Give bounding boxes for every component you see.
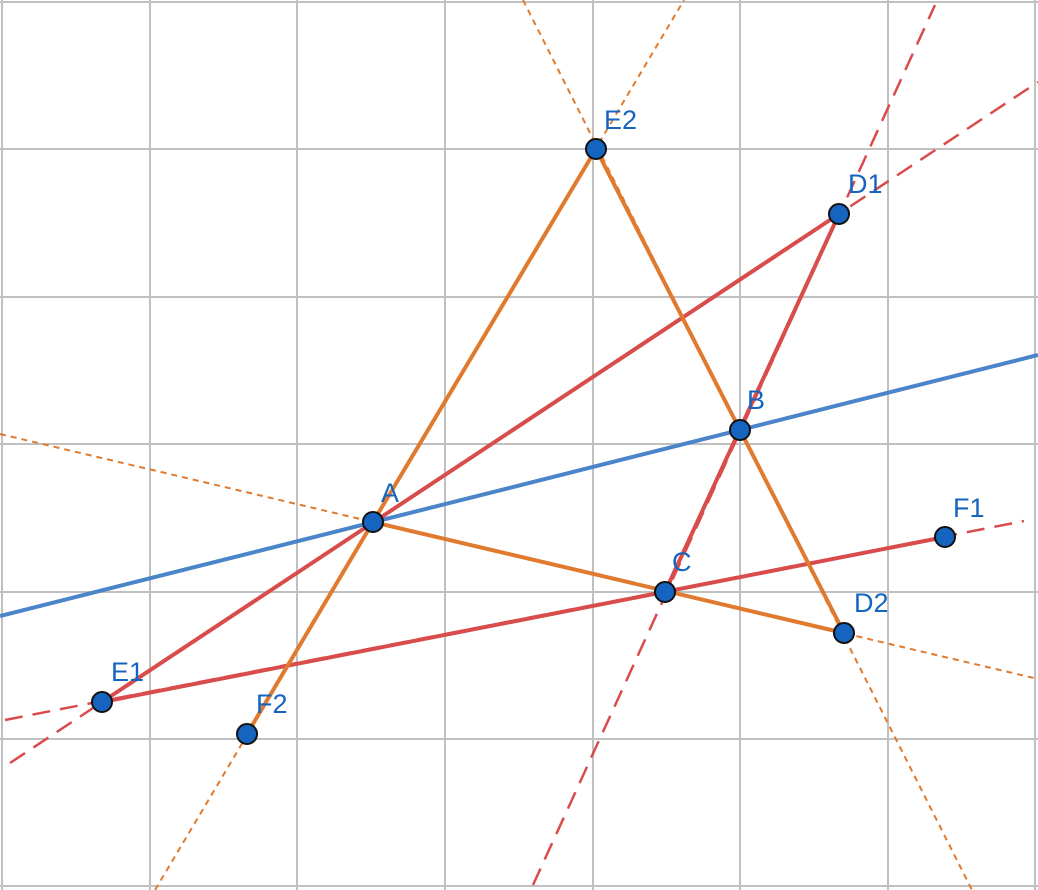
point-e2[interactable] [585, 138, 607, 160]
segment-e2-d2 [594, 147, 846, 635]
orange-segments [245, 147, 846, 736]
point-d1[interactable] [828, 203, 850, 225]
segment-e1-f1 [100, 535, 947, 704]
label-c: C [672, 547, 692, 577]
point-f1[interactable] [934, 526, 956, 548]
segment-a-d2 [371, 520, 846, 635]
point-e1[interactable] [91, 691, 113, 713]
segment-d1-c [663, 212, 841, 594]
segment-a-e2 [371, 147, 598, 524]
label-e1: E1 [111, 657, 144, 687]
point-labels: E2 D1 B A F1 C D2 E1 F2 [111, 105, 985, 719]
label-a: A [381, 478, 399, 508]
label-e2: E2 [604, 105, 637, 135]
point-f2[interactable] [236, 723, 258, 745]
label-f2: F2 [256, 689, 288, 719]
label-d1: D1 [848, 169, 883, 199]
label-d2: D2 [854, 588, 889, 618]
red-segments [100, 212, 947, 704]
point-d2[interactable] [833, 622, 855, 644]
segment-e1-d1 [100, 212, 841, 704]
point-b[interactable] [729, 419, 751, 441]
label-f1: F1 [953, 493, 985, 523]
blue-line-ab [0, 353, 1038, 618]
points [91, 138, 956, 745]
segment-a-f2 [245, 520, 375, 736]
point-a[interactable] [362, 511, 384, 533]
label-b: B [747, 385, 765, 415]
point-c[interactable] [654, 581, 676, 603]
